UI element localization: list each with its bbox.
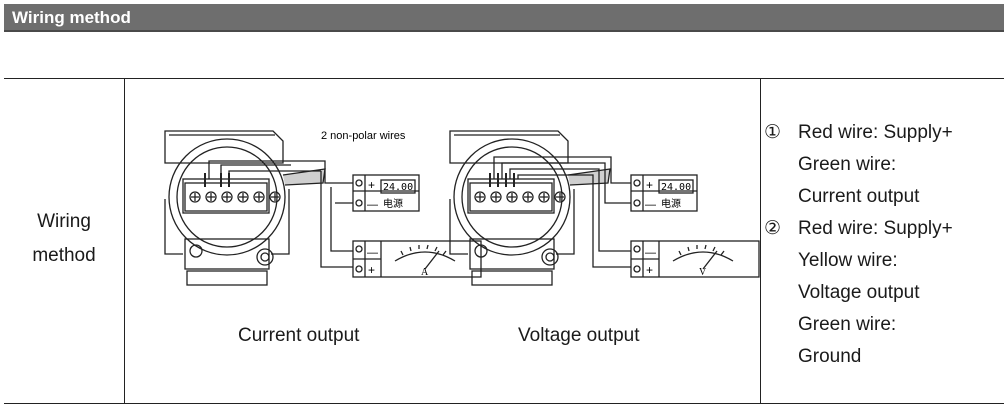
caption-voltage-output: Voltage output: [518, 325, 640, 346]
note-line: ① Red wire: Supply+: [764, 117, 1004, 149]
section-title: Wiring method: [12, 8, 131, 27]
wiring-notes: ① Red wire: Supply+ Green wire: Current out…: [764, 117, 1004, 373]
voltmeter-unit: V: [699, 267, 707, 278]
plus-sign: +: [646, 178, 653, 192]
note-line: Green wire:: [764, 149, 1004, 181]
column-divider-left: [124, 79, 125, 403]
column-divider-right: [760, 79, 761, 403]
note-line: Yellow wire:: [764, 245, 1004, 277]
note-line: Voltage output: [764, 277, 1004, 309]
note-index: ①: [764, 122, 782, 143]
plus-sign: +: [646, 263, 653, 277]
note-line: Current output: [764, 181, 1004, 213]
wire-note: 2 non-polar wires: [321, 130, 406, 142]
wiring-diagram: 2 non-polar wires + — 24.00 电源 — + A + —…: [164, 130, 760, 286]
note-text: Red wire: Supply+: [798, 122, 953, 143]
minus-sign: —: [367, 247, 378, 259]
power-label: 电源: [661, 197, 681, 210]
wires-left: [208, 160, 353, 268]
row-label-line: method: [32, 245, 96, 266]
transmitter-left: [164, 130, 326, 286]
transmitter-right: [449, 130, 611, 286]
wiring-table: Wiring method: [4, 78, 1004, 404]
minus-sign: —: [367, 199, 378, 211]
plus-sign: +: [368, 263, 375, 277]
meter-display: 24.00: [383, 182, 413, 193]
plus-sign: +: [368, 178, 375, 192]
terminal-block-right: [474, 173, 566, 203]
voltmeter-right: [630, 240, 760, 278]
note-line: Green wire:: [764, 309, 1004, 341]
note-text: Green wire:: [798, 314, 897, 335]
note-text: Voltage output: [798, 282, 920, 303]
minus-sign: —: [645, 199, 656, 211]
minus-sign: —: [645, 247, 656, 259]
section-header-bar: Wiring method: [4, 4, 1004, 32]
note-index: ②: [764, 218, 782, 239]
wires-right: [493, 156, 631, 268]
note-text: Current output: [798, 186, 920, 207]
row-label: Wiring method: [4, 205, 124, 273]
ammeter-left: [352, 240, 482, 278]
row-label-line: Wiring: [37, 211, 91, 232]
note-line: ② Red wire: Supply+: [764, 213, 1004, 245]
ammeter-unit: A: [421, 267, 429, 278]
caption-current-output: Current output: [238, 325, 360, 346]
power-meter-left: [352, 174, 420, 212]
note-text: Red wire: Supply+: [798, 218, 953, 239]
power-label: 电源: [383, 197, 403, 210]
note-line: Ground: [764, 341, 1004, 373]
note-text: Ground: [798, 346, 862, 367]
power-meter-right: [630, 174, 698, 212]
note-text: Green wire:: [798, 154, 897, 175]
meter-display: 24.00: [661, 182, 691, 193]
wiring-diagram-cell: 2 non-polar wires + — 24.00 电源 — + A + —…: [125, 79, 760, 403]
note-text: Yellow wire:: [798, 250, 898, 271]
